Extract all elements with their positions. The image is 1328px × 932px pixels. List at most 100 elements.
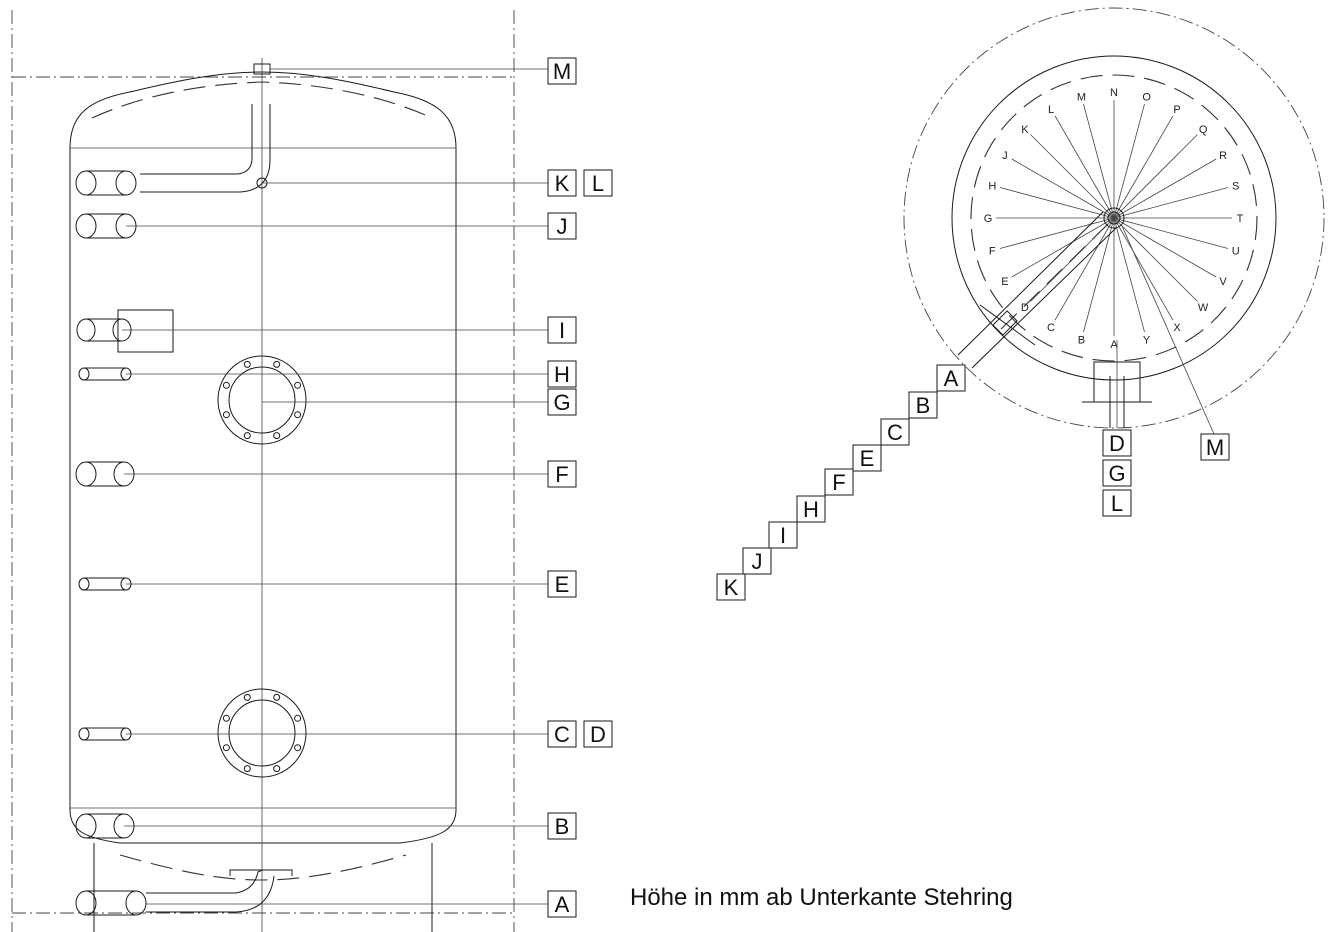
- svg-text:A: A: [555, 892, 570, 917]
- ring-letter-E: E: [1001, 276, 1008, 288]
- ring-letter-O: O: [1142, 91, 1151, 103]
- ring-letter-F: F: [989, 246, 996, 258]
- stair-label-C: C: [880, 418, 910, 446]
- flange-bolt: [294, 714, 302, 722]
- ring-letter-W: W: [1198, 302, 1209, 314]
- spoke-line: [999, 187, 1115, 219]
- svg-text:I: I: [559, 318, 565, 343]
- flange-bolt: [294, 744, 302, 752]
- flange-bolt: [273, 360, 281, 368]
- ring-letter-A: A: [1110, 339, 1118, 351]
- stair-label-I: I: [768, 521, 798, 549]
- label-M: M: [547, 57, 577, 85]
- ring-letter-B: B: [1078, 335, 1085, 347]
- spoke-line: [1113, 217, 1229, 249]
- ring-letter-M: M: [1077, 91, 1086, 103]
- spoke-line: [1083, 103, 1115, 219]
- ring-letter-G: G: [984, 213, 993, 225]
- flange-bolt: [222, 411, 230, 419]
- flange-bolt: [294, 381, 302, 389]
- stair-labels: A B C E F H I J K: [716, 364, 966, 601]
- label-I: I: [547, 316, 577, 344]
- spoke-line: [1113, 134, 1198, 219]
- ring-letter-V: V: [1219, 276, 1227, 288]
- label-L: L: [583, 169, 613, 197]
- ring-letter-R: R: [1219, 150, 1227, 162]
- flange-bolt: [273, 693, 281, 701]
- label-G: G: [547, 388, 577, 416]
- ring-letter-J: J: [1002, 150, 1008, 162]
- svg-text:H: H: [554, 362, 570, 387]
- svg-text:C: C: [887, 420, 903, 445]
- ring-letter-P: P: [1173, 104, 1180, 116]
- label-A: A: [547, 890, 577, 918]
- svg-text:G: G: [1108, 461, 1125, 486]
- label-D: D: [583, 720, 613, 748]
- spoke-line: [1113, 115, 1174, 219]
- stair-label-J: J: [742, 547, 772, 575]
- ring-letter-H: H: [988, 180, 996, 192]
- spoke-line: [1011, 217, 1115, 278]
- svg-text:B: B: [916, 393, 931, 418]
- flange-bolt: [243, 360, 251, 368]
- stack-label-L: L: [1102, 489, 1132, 517]
- svg-text:E: E: [555, 572, 570, 597]
- spoke-line: [1113, 217, 1217, 278]
- flange-bolt: [222, 381, 230, 389]
- ring-letter-X: X: [1173, 322, 1181, 334]
- svg-text:F: F: [832, 470, 845, 495]
- ring-letter-Y: Y: [1143, 335, 1151, 347]
- spoke-line: [1113, 217, 1174, 321]
- label-H: H: [547, 360, 577, 388]
- stair-label-K: K: [716, 573, 746, 601]
- stair-label-A: A: [936, 364, 966, 392]
- spoke-line: [1113, 217, 1145, 333]
- ring-letter-S: S: [1232, 180, 1239, 192]
- svg-text:E: E: [860, 446, 875, 471]
- stair-label-F: F: [824, 468, 854, 496]
- label-K: K: [547, 169, 577, 197]
- ring-letter-C: C: [1047, 322, 1055, 334]
- svg-text:C: C: [554, 722, 570, 747]
- svg-text:L: L: [1111, 491, 1123, 516]
- spoke-line: [1011, 158, 1115, 219]
- label-F: F: [547, 460, 577, 488]
- flange-bolt: [273, 432, 281, 440]
- svg-text:B: B: [555, 814, 570, 839]
- flange-bolt: [243, 693, 251, 701]
- flange-bolt: [243, 765, 251, 773]
- flange-bolt: [273, 765, 281, 773]
- svg-text:D: D: [590, 722, 606, 747]
- svg-text:H: H: [803, 497, 819, 522]
- ring-letter-D: D: [1021, 302, 1029, 314]
- spoke-line: [1054, 217, 1115, 321]
- svg-text:M: M: [1206, 435, 1224, 460]
- caption: Höhe in mm ab Unterkante Stehring: [630, 884, 1013, 911]
- flange-bolt: [222, 744, 230, 752]
- svg-text:J: J: [557, 214, 568, 239]
- svg-text:I: I: [780, 523, 786, 548]
- ring-letter-U: U: [1232, 246, 1240, 258]
- ring-letter-K: K: [1021, 124, 1029, 136]
- stair-label-E: E: [852, 444, 882, 472]
- spoke-line: [1113, 158, 1217, 219]
- svg-text:J: J: [752, 549, 763, 574]
- top-label-M: M: [1200, 433, 1230, 461]
- svg-text:A: A: [944, 366, 959, 391]
- label-J: J: [547, 212, 577, 240]
- tank-side-view: M K L J I H G F E C D B A: [11, 10, 613, 932]
- ring-letter-N: N: [1110, 87, 1118, 99]
- svg-text:D: D: [1109, 431, 1125, 456]
- svg-text:K: K: [555, 171, 570, 196]
- stack-label-D: D: [1102, 429, 1132, 457]
- ring-letter-L: L: [1048, 104, 1054, 116]
- spokes: [996, 100, 1232, 336]
- svg-text:F: F: [555, 462, 568, 487]
- stair-label-B: B: [908, 391, 938, 419]
- stack-labels: D G L: [1102, 429, 1132, 517]
- flange-bolt: [294, 411, 302, 419]
- ring-letter-Q: Q: [1199, 124, 1208, 136]
